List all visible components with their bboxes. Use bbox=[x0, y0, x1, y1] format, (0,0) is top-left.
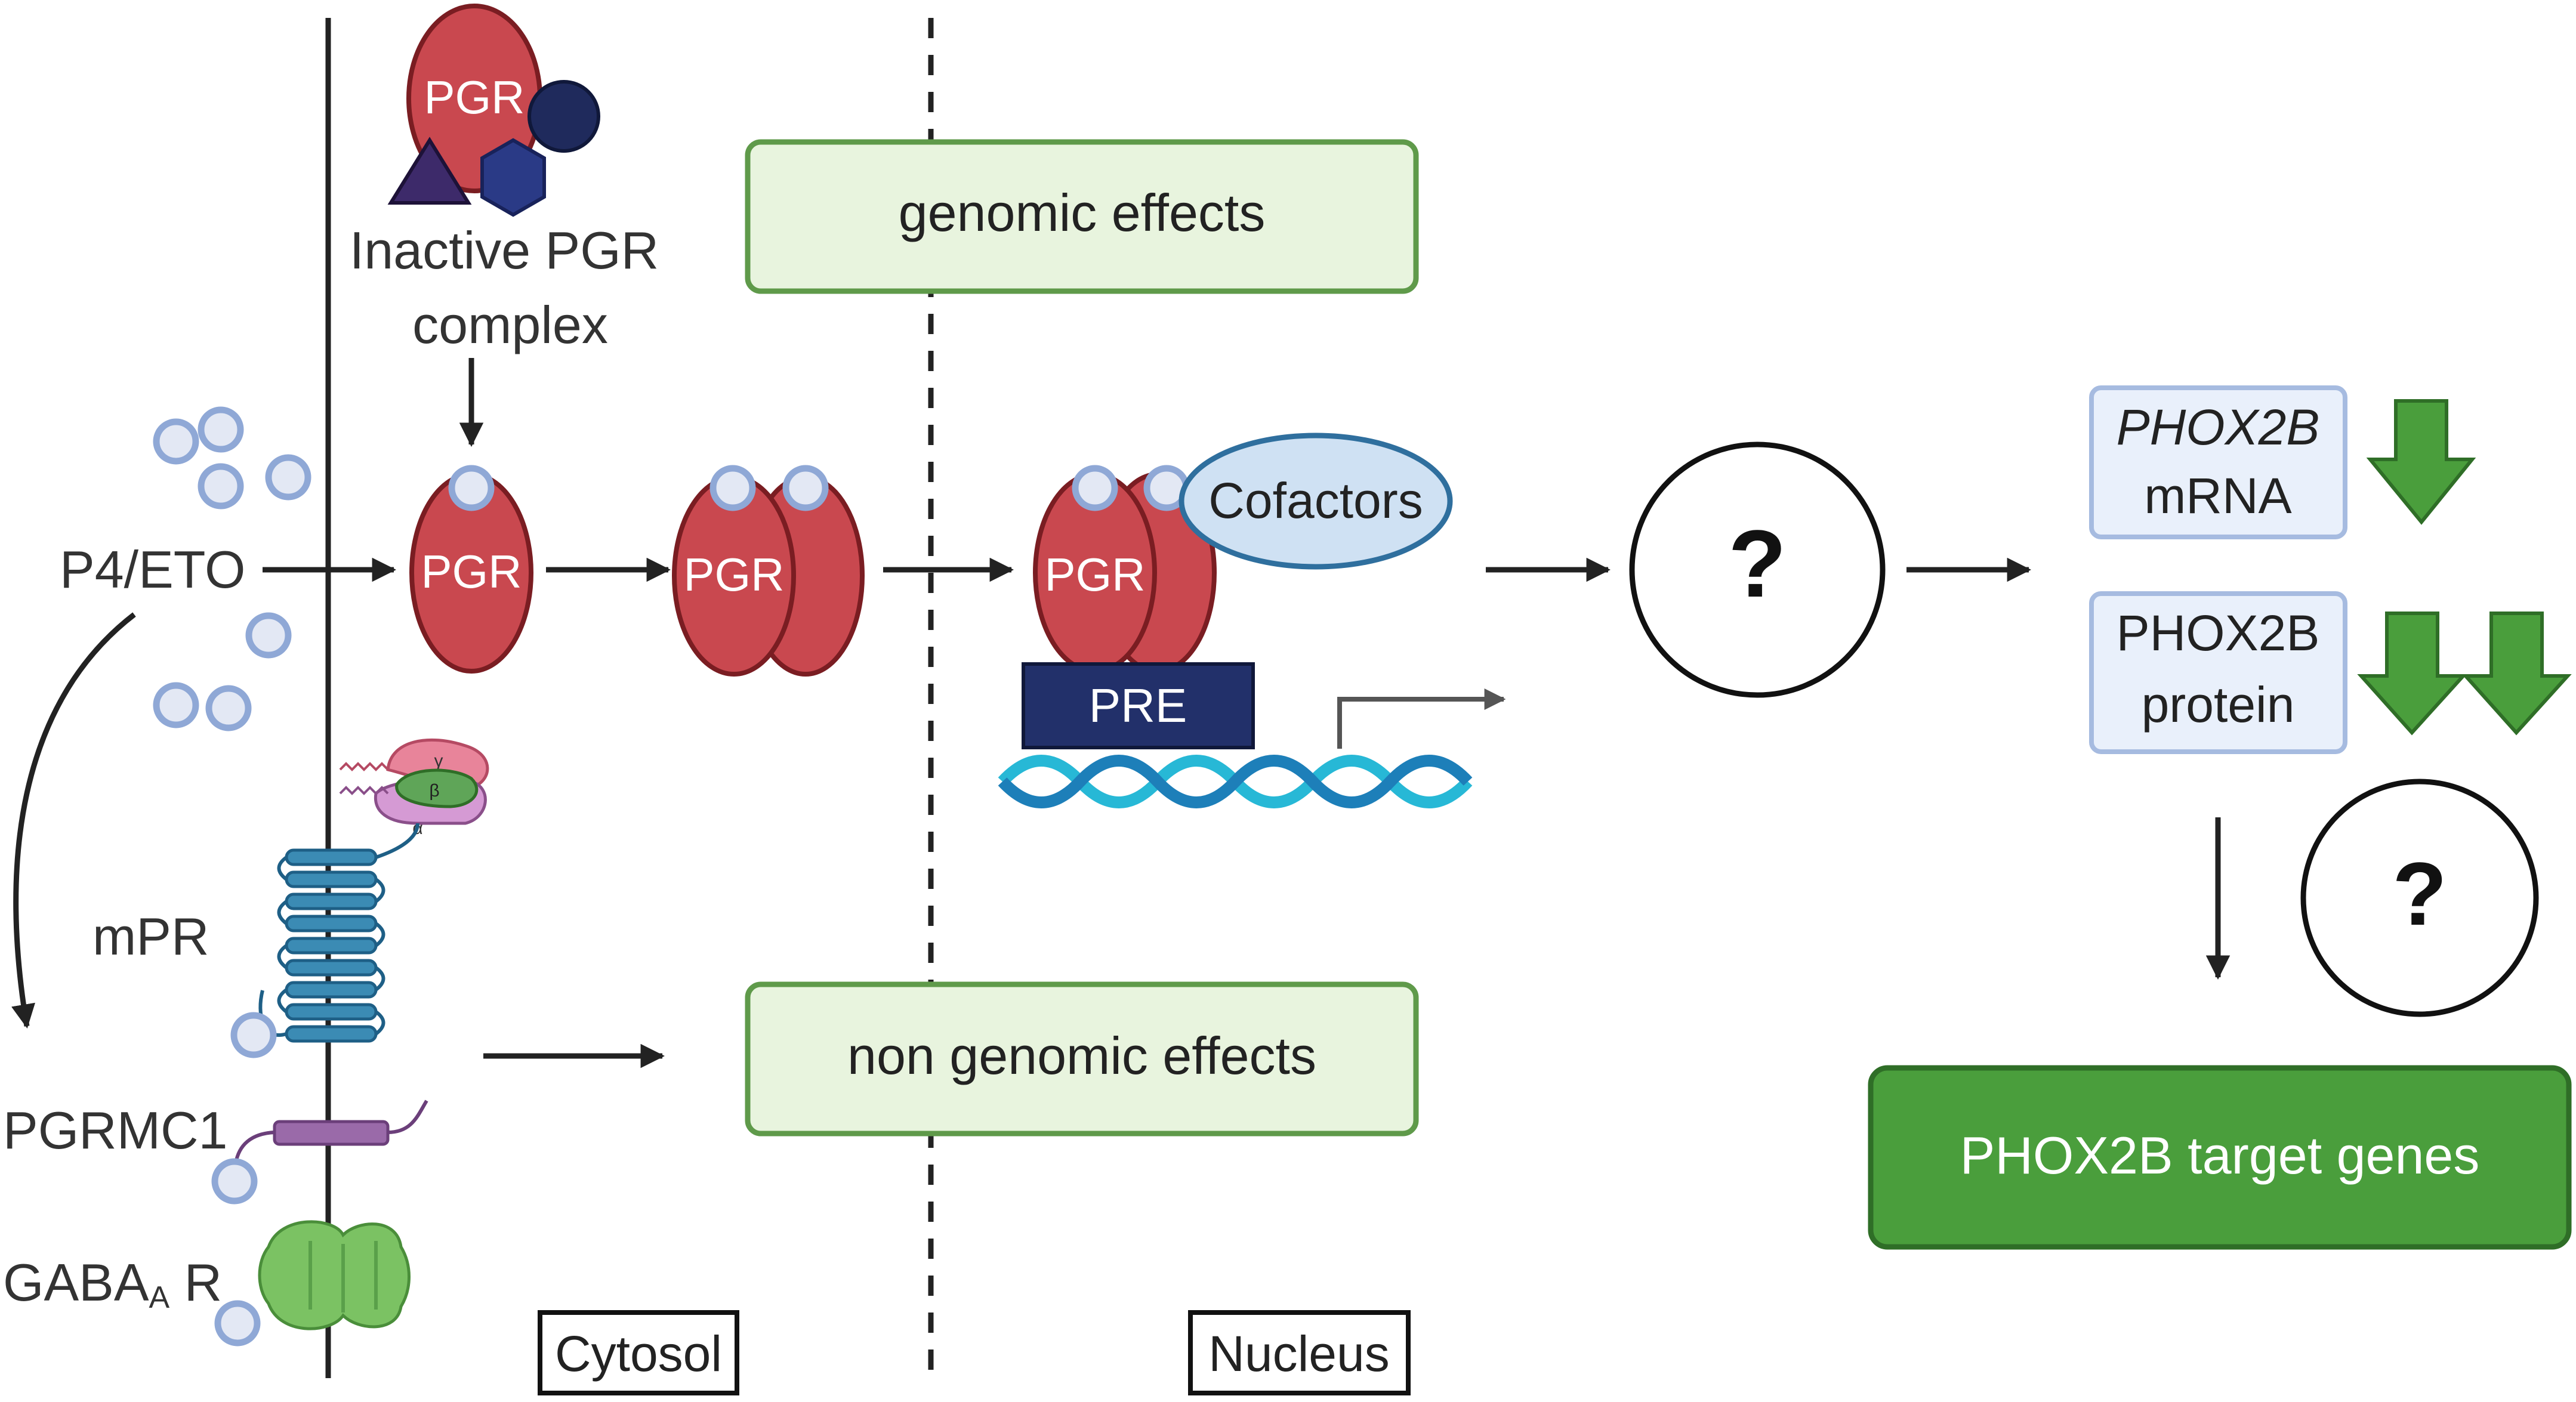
ligand bbox=[214, 1300, 261, 1347]
pre-label: PRE bbox=[1089, 679, 1187, 732]
pgrmc1-receptor bbox=[211, 1100, 428, 1205]
pgr-label: PGR bbox=[1044, 548, 1145, 601]
ligand bbox=[709, 465, 756, 511]
nucleus-label-box bbox=[1188, 1310, 1411, 1395]
arrow-p4-to-membrane-receptors bbox=[11, 612, 136, 1029]
down-arrow-protein-2 bbox=[2461, 612, 2572, 736]
cytosol-label: Cytosol bbox=[555, 1326, 722, 1382]
pgr-label: PGR bbox=[424, 71, 525, 123]
gamma-label: γ bbox=[434, 751, 443, 771]
dna-helix bbox=[998, 755, 1473, 808]
inactive-complex-label: complex bbox=[412, 295, 608, 354]
free-ligands bbox=[153, 406, 311, 731]
p4-eto-label: P4/ETO bbox=[60, 540, 245, 599]
target-genes-label: PHOX2B target genes bbox=[1960, 1126, 2480, 1185]
phox2b-mrna-box: PHOX2B mRNA bbox=[2089, 385, 2347, 539]
gaba-subscript: A bbox=[149, 1280, 170, 1315]
nucleus-label: Nucleus bbox=[1208, 1326, 1389, 1382]
ligand bbox=[782, 465, 829, 511]
chaperone-hexagon bbox=[480, 138, 546, 217]
ligand bbox=[448, 465, 495, 511]
gaba-suffix: R bbox=[169, 1253, 222, 1312]
pgr-label: PGR bbox=[683, 548, 784, 601]
ligand bbox=[230, 1012, 277, 1058]
non-genomic-effects-box bbox=[745, 981, 1419, 1137]
gaba-a-label: GABAA R bbox=[3, 1253, 222, 1315]
beta-label: β bbox=[429, 781, 439, 801]
cofactors: Cofactors bbox=[1179, 433, 1453, 570]
unknown-step-circle-1: ? bbox=[1629, 441, 1886, 698]
gaba-main: GABA bbox=[3, 1253, 149, 1312]
chaperone-triangle bbox=[387, 137, 472, 205]
ligand bbox=[1072, 465, 1118, 511]
pgr-label: PGR bbox=[421, 545, 522, 598]
cytosol-label-box bbox=[538, 1310, 739, 1395]
phox2b-protein-label: protein bbox=[2142, 677, 2295, 733]
ligand bbox=[205, 685, 252, 731]
mpr-label: mPR bbox=[92, 907, 209, 966]
chaperone-circle bbox=[527, 80, 600, 153]
pgr-dimer: PGR bbox=[672, 465, 865, 677]
mpr-receptor: γ β α bbox=[230, 738, 489, 1058]
question-mark: ? bbox=[2392, 844, 2447, 944]
question-mark: ? bbox=[1728, 510, 1787, 617]
unknown-step-circle-2: ? bbox=[2300, 779, 2539, 1017]
pre-element: PRE bbox=[1022, 662, 1255, 749]
ligand bbox=[198, 406, 244, 453]
cofactors-label: Cofactors bbox=[1208, 473, 1423, 529]
ligand bbox=[211, 1158, 258, 1205]
ligand bbox=[198, 463, 244, 509]
transcription-start-arrow bbox=[1337, 688, 1506, 749]
ligand bbox=[245, 612, 292, 659]
ligand bbox=[153, 682, 199, 728]
mpr-transmembrane-helices bbox=[285, 848, 378, 1043]
phox2b-mrna-gene: PHOX2B bbox=[2117, 399, 2320, 455]
ligand bbox=[265, 454, 311, 501]
down-arrow-protein-1 bbox=[2357, 612, 2467, 736]
pgr-ligand-bound: PGR bbox=[409, 465, 533, 674]
phox2b-mrna-label: mRNA bbox=[2144, 468, 2291, 524]
inactive-pgr-label: Inactive PGR bbox=[350, 221, 659, 280]
phox2b-target-genes-box: PHOX2B target genes bbox=[1868, 1065, 2572, 1250]
down-arrow-mrna bbox=[2366, 399, 2476, 525]
genomic-effects-label: genomic effects bbox=[899, 183, 1266, 242]
ligand bbox=[153, 418, 199, 465]
phox2b-protein-gene: PHOX2B bbox=[2117, 605, 2320, 661]
genomic-effects-box bbox=[745, 139, 1419, 294]
phox2b-protein-box: PHOX2B protein bbox=[2089, 591, 2347, 754]
non-genomic-effects-label: non genomic effects bbox=[847, 1026, 1316, 1085]
inactive-pgr-complex: PGR bbox=[387, 4, 600, 217]
g-protein: γ β α bbox=[339, 738, 489, 838]
pgrmc1-label: PGRMC1 bbox=[3, 1101, 228, 1160]
gaba-a-receptor bbox=[214, 1220, 411, 1347]
